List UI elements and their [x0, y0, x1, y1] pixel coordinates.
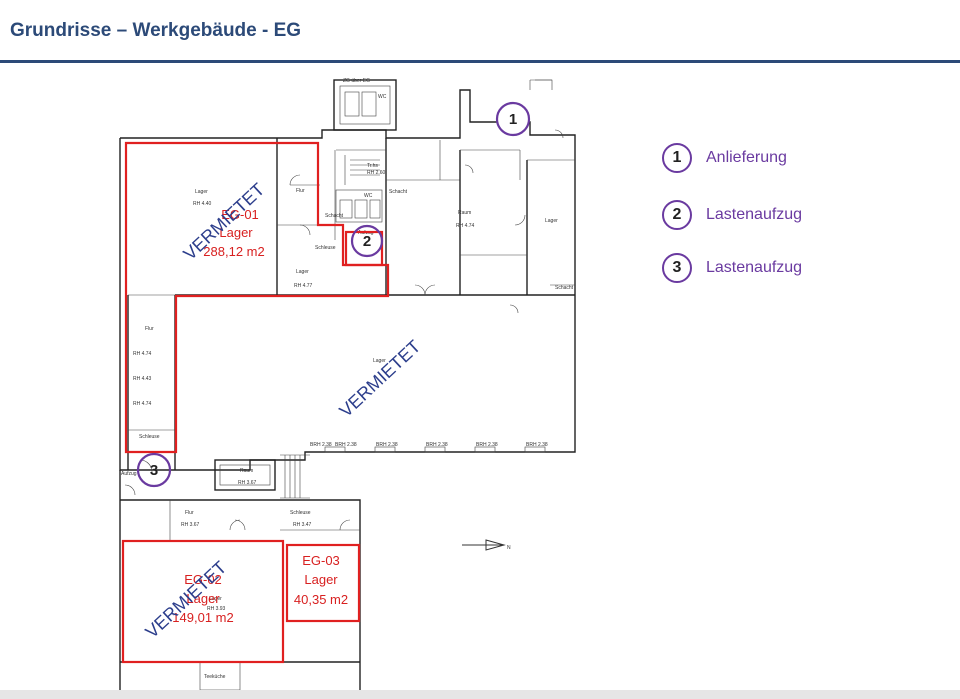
svg-text:Lager: Lager [296, 269, 309, 275]
svg-text:RH 4.74: RH 4.74 [133, 351, 152, 357]
label-lager-eg01: Lager [195, 189, 208, 195]
outline-lift-2 [344, 230, 384, 267]
room-labels: Lager RH 4.40 Lager RH 4.77 Flur Tr.hs R… [121, 163, 574, 680]
svg-text:BRH 2.38: BRH 2.38 [476, 442, 498, 448]
svg-text:Schleuse: Schleuse [315, 245, 336, 251]
svg-text:RH 4.74: RH 4.74 [456, 223, 475, 229]
svg-text:Schacht: Schacht [555, 285, 574, 291]
svg-text:Teeküche: Teeküche [204, 674, 226, 680]
north-label: N [507, 545, 511, 551]
svg-text:BRH 2.38: BRH 2.38 [310, 442, 332, 448]
svg-text:RH 4.40: RH 4.40 [193, 201, 212, 207]
marker-2: 2 [350, 224, 384, 258]
svg-text:Lager: Lager [545, 218, 558, 224]
svg-text:2: 2 [363, 233, 371, 250]
main-hall-status: VERMIETET [335, 336, 424, 421]
svg-text:Lager: Lager [373, 358, 386, 364]
eg03-use: Lager [304, 572, 338, 587]
eg01-id: EG-01 [221, 207, 259, 222]
svg-text:Schleuse: Schleuse [139, 434, 160, 440]
label-zg: ZG über EG [343, 78, 370, 84]
marker-1: 1 [495, 101, 531, 137]
svg-text:3: 3 [150, 462, 158, 479]
svg-text:Raum: Raum [240, 468, 253, 474]
svg-text:Schacht: Schacht [389, 189, 408, 195]
outline-eg02 [121, 539, 285, 664]
legend-label-1: Anlieferung [706, 149, 787, 166]
svg-text:RH 4.77: RH 4.77 [294, 283, 313, 289]
svg-text:BRH 2.38: BRH 2.38 [335, 442, 357, 448]
svg-text:Lager: Lager [209, 596, 222, 602]
svg-text:Flur: Flur [296, 188, 305, 194]
legend-label-2: Lastenaufzug [706, 206, 803, 223]
legend-number-3: 3 [662, 253, 692, 283]
legend-number-2: 2 [662, 200, 692, 230]
eg03-area: 40,35 m2 [294, 592, 348, 607]
svg-text:BRH 2.38: BRH 2.38 [426, 442, 448, 448]
eg02-id: EG-02 [184, 572, 222, 587]
svg-text:RH 3.67: RH 3.67 [181, 522, 200, 528]
svg-text:RH 3.47: RH 3.47 [293, 522, 312, 528]
north-arrow: N [462, 539, 511, 551]
svg-text:RH 3.93: RH 3.93 [207, 606, 226, 612]
unit-eg03: EG-03 Lager 40,35 m2 [294, 553, 348, 607]
outline-eg01 [124, 141, 390, 454]
legend-label-3: Lastenaufzug [706, 259, 803, 276]
svg-text:Tr.hs: Tr.hs [367, 163, 378, 169]
svg-text:Schleuse: Schleuse [290, 510, 311, 516]
window-markers: BRH 2.38 BRH 2.38 BRH 2.38 BRH 2.38 BRH … [310, 442, 548, 453]
svg-text:1: 1 [509, 111, 517, 128]
legend-item-lastenaufzug-2: 2 Lastenaufzug [662, 200, 802, 230]
outline-eg03 [285, 543, 361, 623]
eg01-area: 288,12 m2 [203, 244, 264, 259]
footer-bar [0, 690, 960, 699]
title-divider [0, 60, 960, 63]
eg02-use: Lager [186, 591, 220, 606]
svg-text:RH 4.43: RH 4.43 [133, 376, 152, 382]
svg-text:RH 3.67: RH 3.67 [238, 480, 257, 486]
legend-item-anlieferung: 1 Anlieferung [662, 143, 787, 173]
floor-plan: ZG über EG WC [119, 78, 576, 690]
rental-outlines [121, 141, 390, 664]
legend-item-lastenaufzug-3: 3 Lastenaufzug [662, 253, 802, 283]
svg-text:RH 2.60: RH 2.60 [367, 170, 386, 176]
unit-eg01: EG-01 Lager 288,12 m2 VERMIETET [179, 179, 268, 264]
page-title: Grundrisse – Werkgebäude - EG [10, 20, 302, 41]
svg-text:Flur: Flur [185, 510, 194, 516]
marker-3: 3 [136, 452, 172, 488]
legend-number-1: 1 [662, 143, 692, 173]
eg02-area: 149,01 m2 [172, 610, 233, 625]
svg-text:Aufzug: Aufzug [121, 471, 137, 477]
eg01-use: Lager [219, 225, 253, 240]
svg-text:Flur: Flur [145, 326, 154, 332]
label-wc-top: WC [378, 94, 387, 100]
svg-text:BRH 2.38: BRH 2.38 [376, 442, 398, 448]
svg-text:Raum: Raum [458, 210, 471, 216]
svg-text:Schacht: Schacht [325, 213, 344, 219]
svg-text:BRH 2.38: BRH 2.38 [526, 442, 548, 448]
svg-text:RH 4.74: RH 4.74 [133, 401, 152, 407]
svg-text:WC: WC [364, 193, 373, 199]
eg03-id: EG-03 [302, 553, 340, 568]
